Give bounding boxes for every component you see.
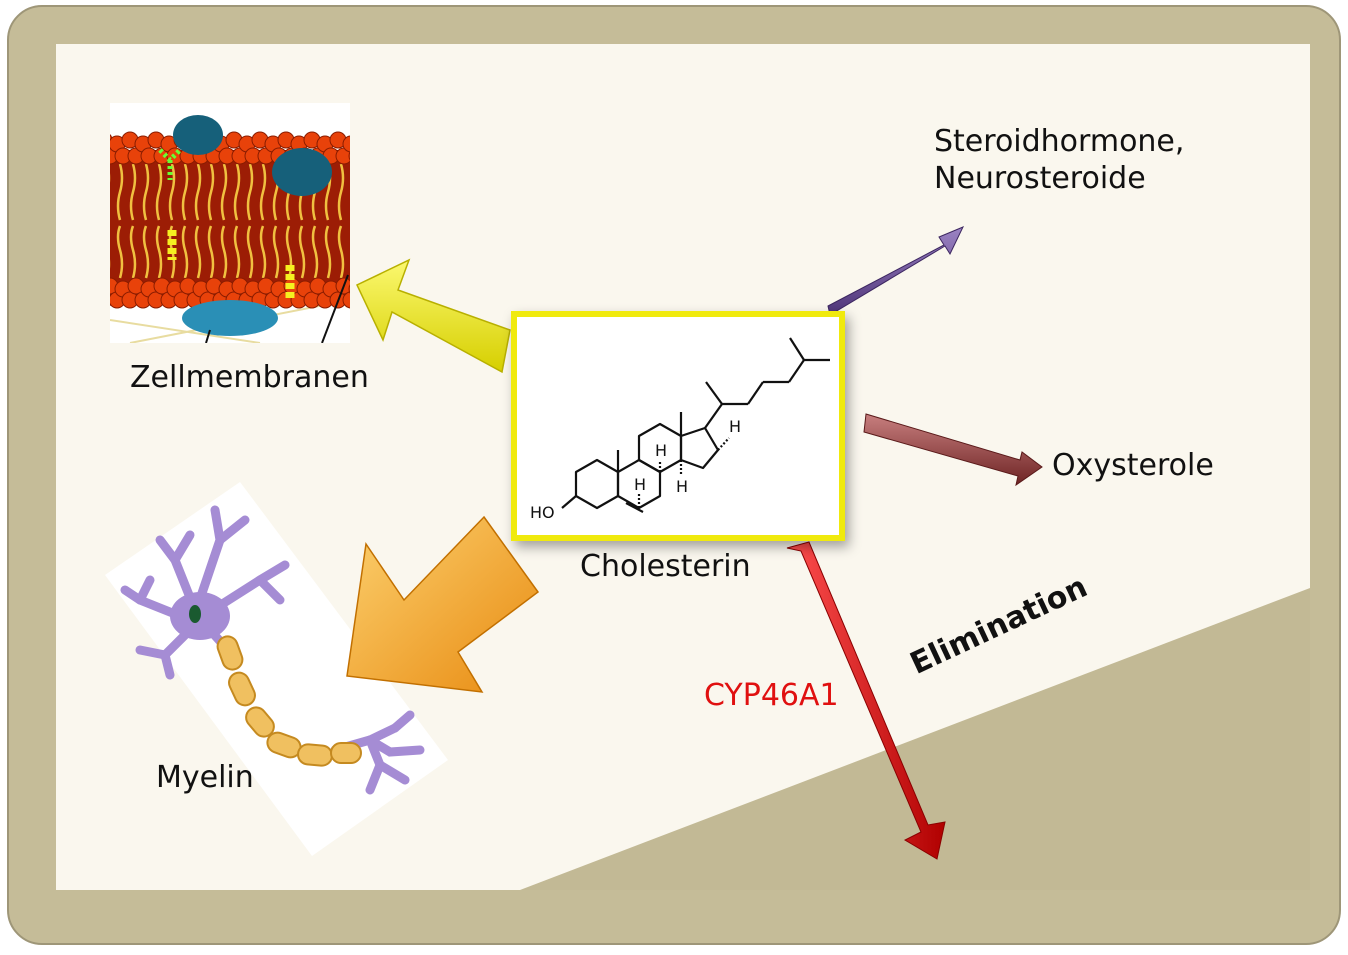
steroid-label: Steroidhormone, Neurosteroide bbox=[934, 124, 1184, 197]
lipid-tail bbox=[233, 163, 241, 279]
membrane-label: Zellmembranen bbox=[130, 360, 369, 395]
lipid-tail bbox=[194, 163, 202, 279]
hydrogen-label: H bbox=[729, 417, 741, 436]
lipid-tail bbox=[129, 163, 137, 279]
lipid-tail bbox=[337, 163, 345, 279]
lipid-tail bbox=[220, 163, 228, 279]
lipid-head bbox=[348, 151, 350, 161]
hydroxyl-label: HO bbox=[530, 503, 555, 522]
lipid-tail bbox=[259, 163, 267, 279]
hydrogen-label: H bbox=[634, 475, 646, 494]
steroid-label-line2: Neurosteroide bbox=[934, 160, 1146, 196]
lipid-tail bbox=[207, 163, 215, 279]
arrow-to-oxysterols bbox=[863, 413, 1043, 487]
elimination-ground bbox=[520, 588, 1310, 890]
lipid-head bbox=[342, 135, 350, 153]
lipid-tail bbox=[155, 163, 163, 279]
hydrogen-label: H bbox=[655, 441, 667, 460]
arrow-to-steroids bbox=[827, 226, 965, 316]
lipid-head bbox=[348, 284, 350, 294]
arrow-elimination bbox=[786, 541, 946, 860]
lipid-head bbox=[342, 291, 350, 309]
lipid-bilayer-illustration bbox=[110, 103, 350, 343]
lipid-tail bbox=[116, 163, 124, 279]
cholesterol-box bbox=[511, 311, 845, 541]
lipid-tail bbox=[142, 163, 150, 279]
oxysterol-label: Oxysterole bbox=[1052, 448, 1214, 483]
arrow-to-myelin bbox=[346, 515, 540, 693]
molecule-atom-labels: HO H H H H bbox=[530, 417, 741, 522]
steroid-label-line1: Steroidhormone, bbox=[934, 124, 1185, 159]
cholesterol-structure bbox=[561, 337, 830, 513]
hydrogen-label: H bbox=[676, 477, 688, 496]
cholesterol-label: Cholesterin bbox=[580, 549, 751, 584]
arrow-to-membranes bbox=[356, 258, 511, 374]
enzyme-label: CYP46A1 bbox=[704, 678, 839, 713]
lipid-tail bbox=[246, 163, 254, 279]
myelinated-neuron-illustration bbox=[105, 482, 448, 856]
lipid-tail bbox=[181, 163, 189, 279]
myelin-label: Myelin bbox=[156, 760, 254, 795]
